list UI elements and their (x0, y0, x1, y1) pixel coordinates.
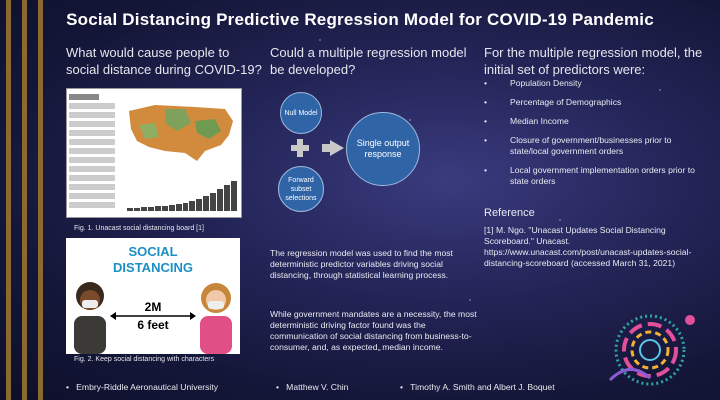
fig2-title-line2: DISTANCING (113, 260, 193, 275)
footer-authors2: • Timothy A. Smith and Albert J. Boquet (400, 382, 555, 392)
column3-heading: For the multiple regression model, the i… (484, 45, 703, 77)
null-model-node: Null Model (280, 92, 322, 134)
forward-selection-node: Forward subset selections (278, 166, 324, 212)
unacast-scoreboard-figure (66, 88, 242, 218)
left-bar-3 (38, 0, 43, 400)
predictor-list: Population Density Percentage of Demogra… (484, 78, 709, 195)
footer-university-text: Embry-Riddle Aeronautical University (76, 382, 219, 392)
man-character-icon (74, 282, 106, 354)
reference-heading: Reference (484, 207, 535, 219)
distance-meters: 2M (144, 300, 162, 314)
scoreboard-sidebar (69, 91, 115, 215)
predictor-item: Median Income (484, 116, 709, 127)
footer-university: • Embry-Riddle Aeronautical University (66, 382, 219, 392)
predictor-item: Closure of government/businesses prior t… (484, 135, 709, 157)
column2-heading: Could a multiple regression model be dev… (270, 45, 467, 77)
social-distancing-figure: SOCIAL DISTANCING 2M 6 feet (66, 238, 240, 354)
woman-character-icon (200, 283, 232, 354)
predictor-item: Percentage of Demographics (484, 97, 709, 108)
footer-author1: • Matthew V. Chin (276, 382, 349, 392)
distance-arrow-icon (110, 312, 196, 320)
column1-heading: What would cause people to social distan… (66, 45, 262, 77)
scoreboard-bar-chart (127, 181, 237, 211)
right-arrow-icon (330, 140, 344, 156)
arrow-stem (322, 144, 330, 152)
predictor-item: Local government implementation orders p… (484, 165, 709, 187)
decorative-circles-graphic (608, 314, 695, 386)
findings-paragraph: While government mandates are a necessit… (270, 309, 477, 352)
footer-author1-text: Matthew V. Chin (286, 382, 349, 392)
figure2-caption: Fig. 2. Keep social distancing with char… (74, 356, 215, 363)
left-bar-1 (6, 0, 11, 400)
regression-paragraph: The regression model was used to find th… (270, 248, 453, 280)
us-map-image (129, 105, 233, 161)
poster-title: Social Distancing Predictive Regression … (66, 10, 654, 29)
reference-text: [1] M. Ngo. "Unacast Updates Social Dist… (484, 225, 692, 268)
distance-feet: 6 feet (137, 318, 169, 332)
figure1-caption: Fig. 1. Unacast social distancing board … (74, 225, 204, 232)
single-output-node: Single output response (346, 112, 420, 186)
plus-icon (291, 139, 309, 157)
footer-authors2-text: Timothy A. Smith and Albert J. Boquet (410, 382, 555, 392)
predictor-item: Population Density (484, 78, 709, 89)
left-bar-2 (22, 0, 27, 400)
fig2-title-line1: SOCIAL (128, 244, 178, 259)
